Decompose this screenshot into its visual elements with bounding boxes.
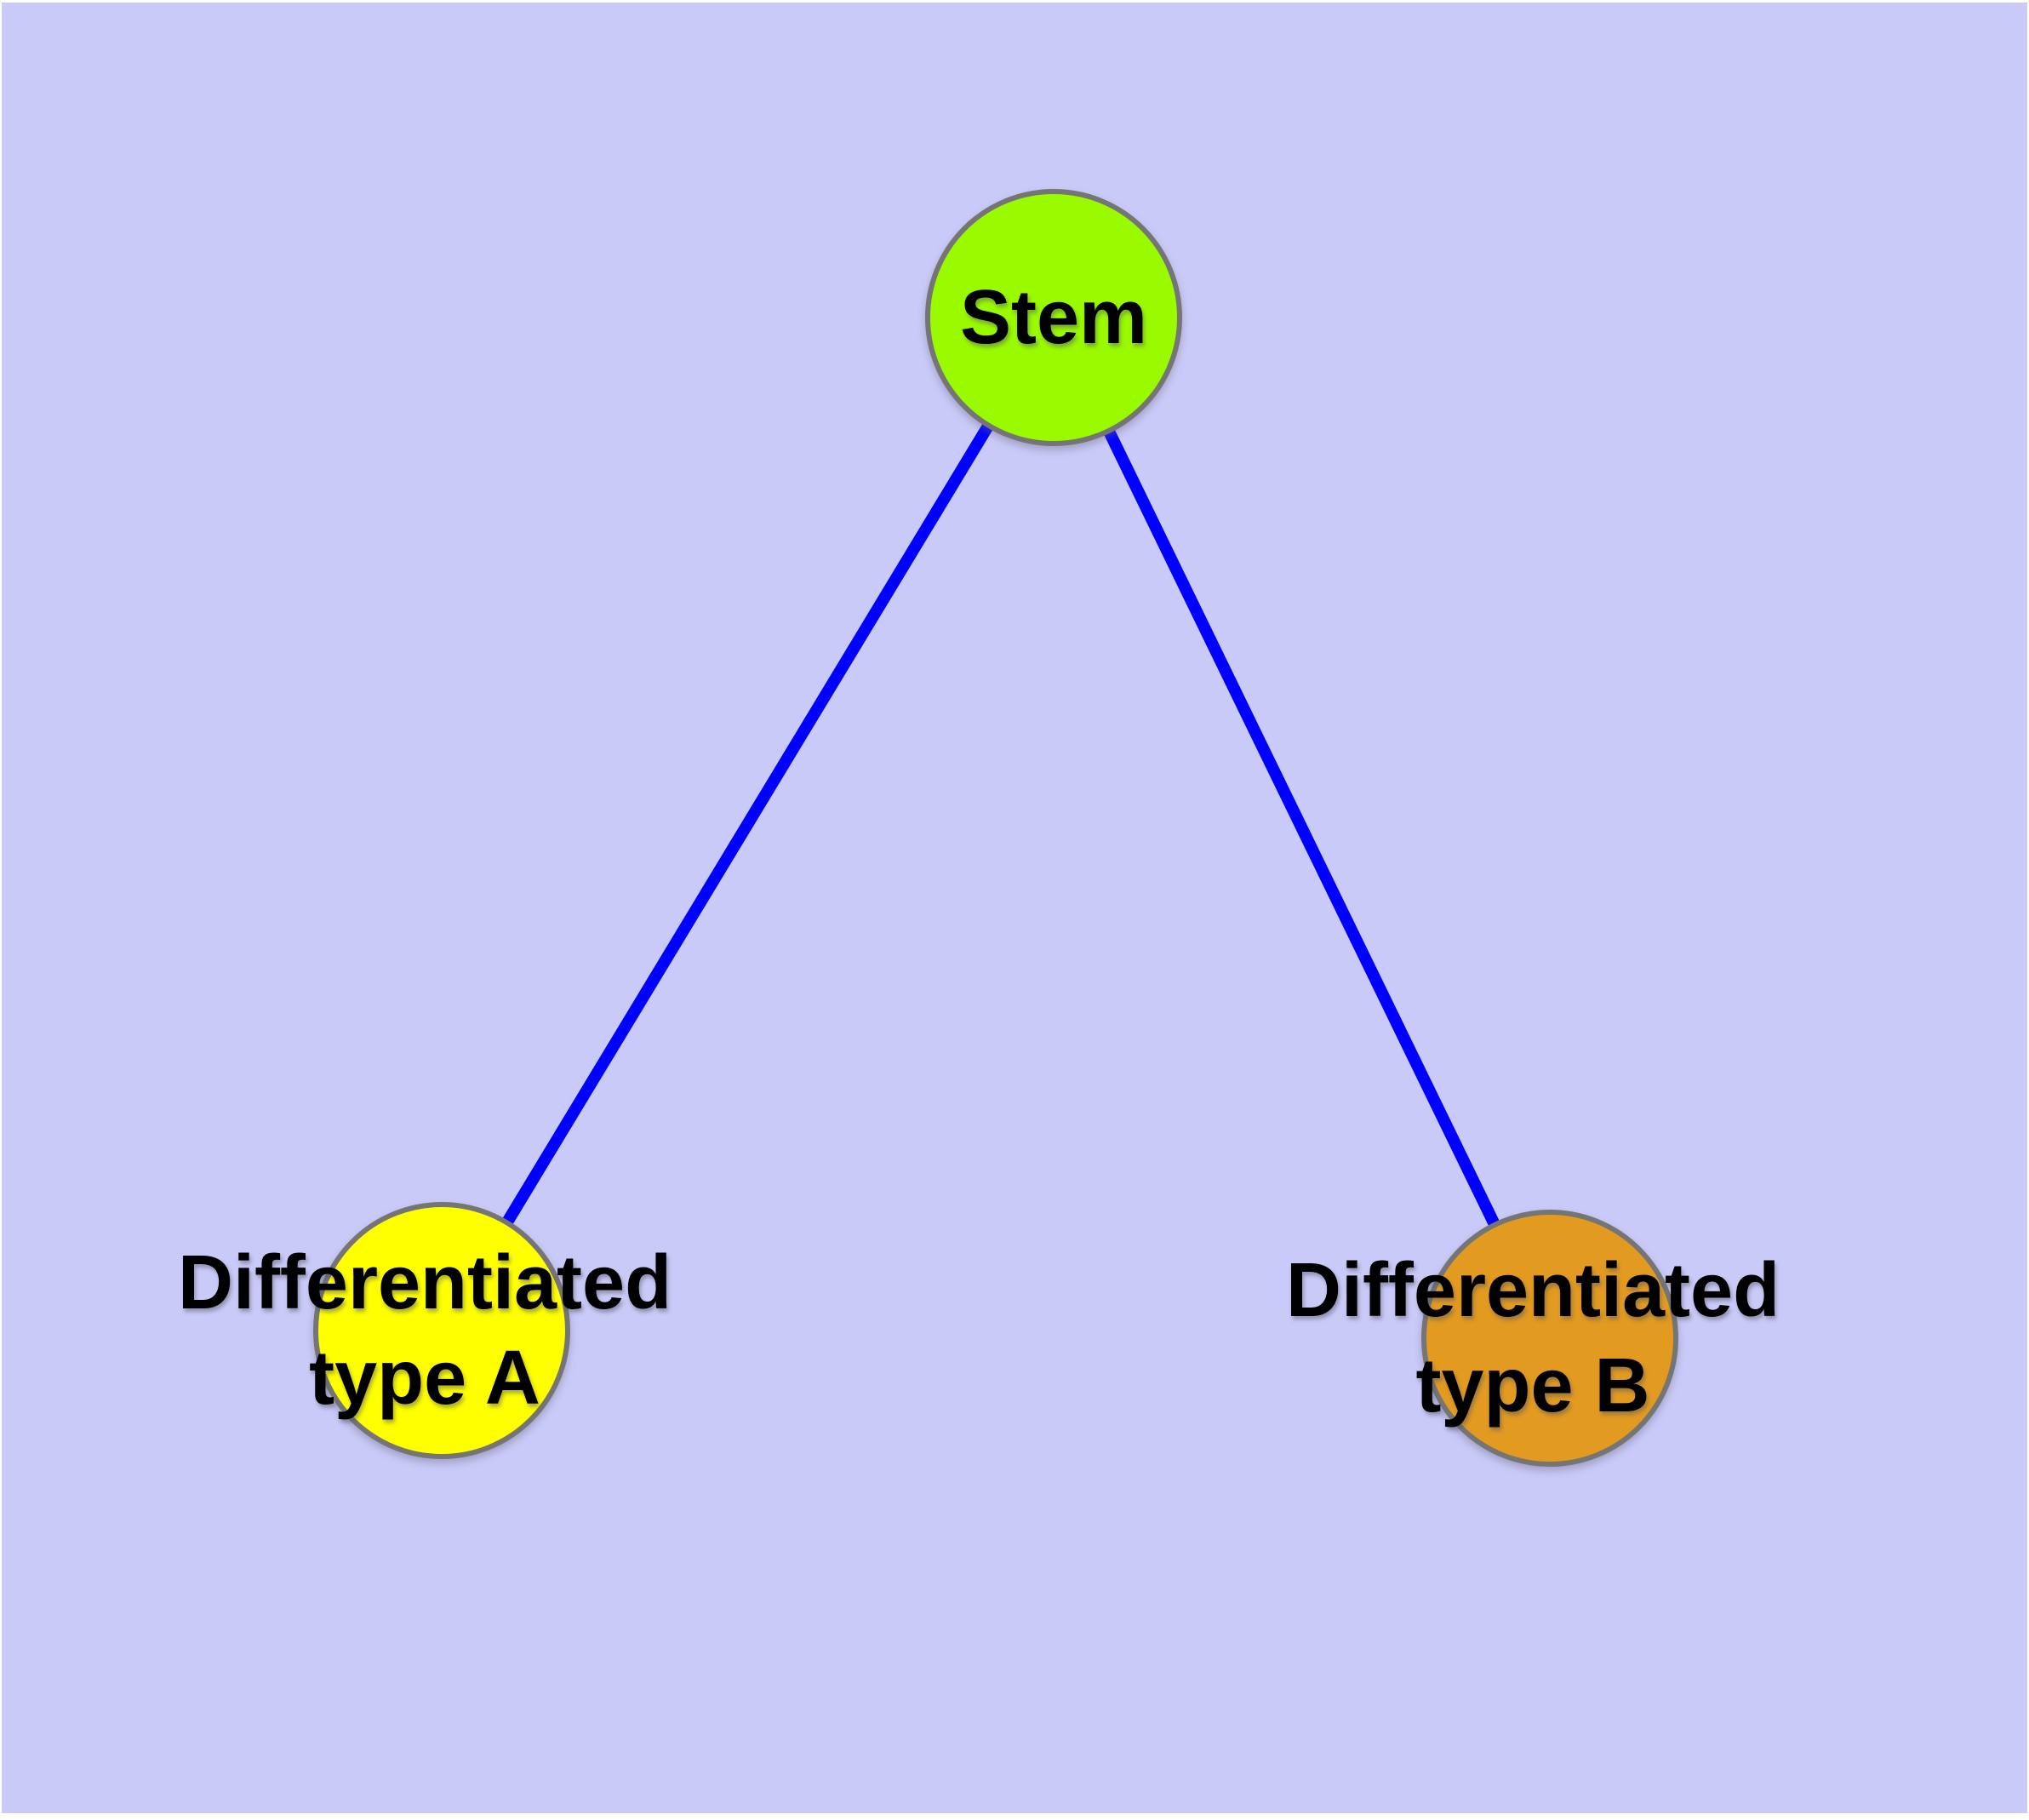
node-label-line: type A (309, 1336, 540, 1421)
edge-stem-to-type-a (437, 314, 1059, 1334)
node-differentiated-type-b: Differentiated type B (1286, 1210, 1780, 1467)
node-label-line: Stem (959, 275, 1148, 360)
node-label-line: type B (1415, 1343, 1650, 1428)
edge-stem-to-type-b (1048, 314, 1556, 1342)
node-stem-label: Stem (960, 270, 1147, 365)
node-label-line: Differentiated (177, 1240, 672, 1325)
node-type-b-label: Differentiated type B (1286, 1243, 1780, 1434)
node-differentiated-type-a: Differentiated type A (178, 1202, 672, 1459)
node-stem: Stem (925, 189, 1182, 446)
node-label-line: Differentiated (1285, 1248, 1780, 1333)
node-type-a-label: Differentiated type A (178, 1235, 672, 1426)
